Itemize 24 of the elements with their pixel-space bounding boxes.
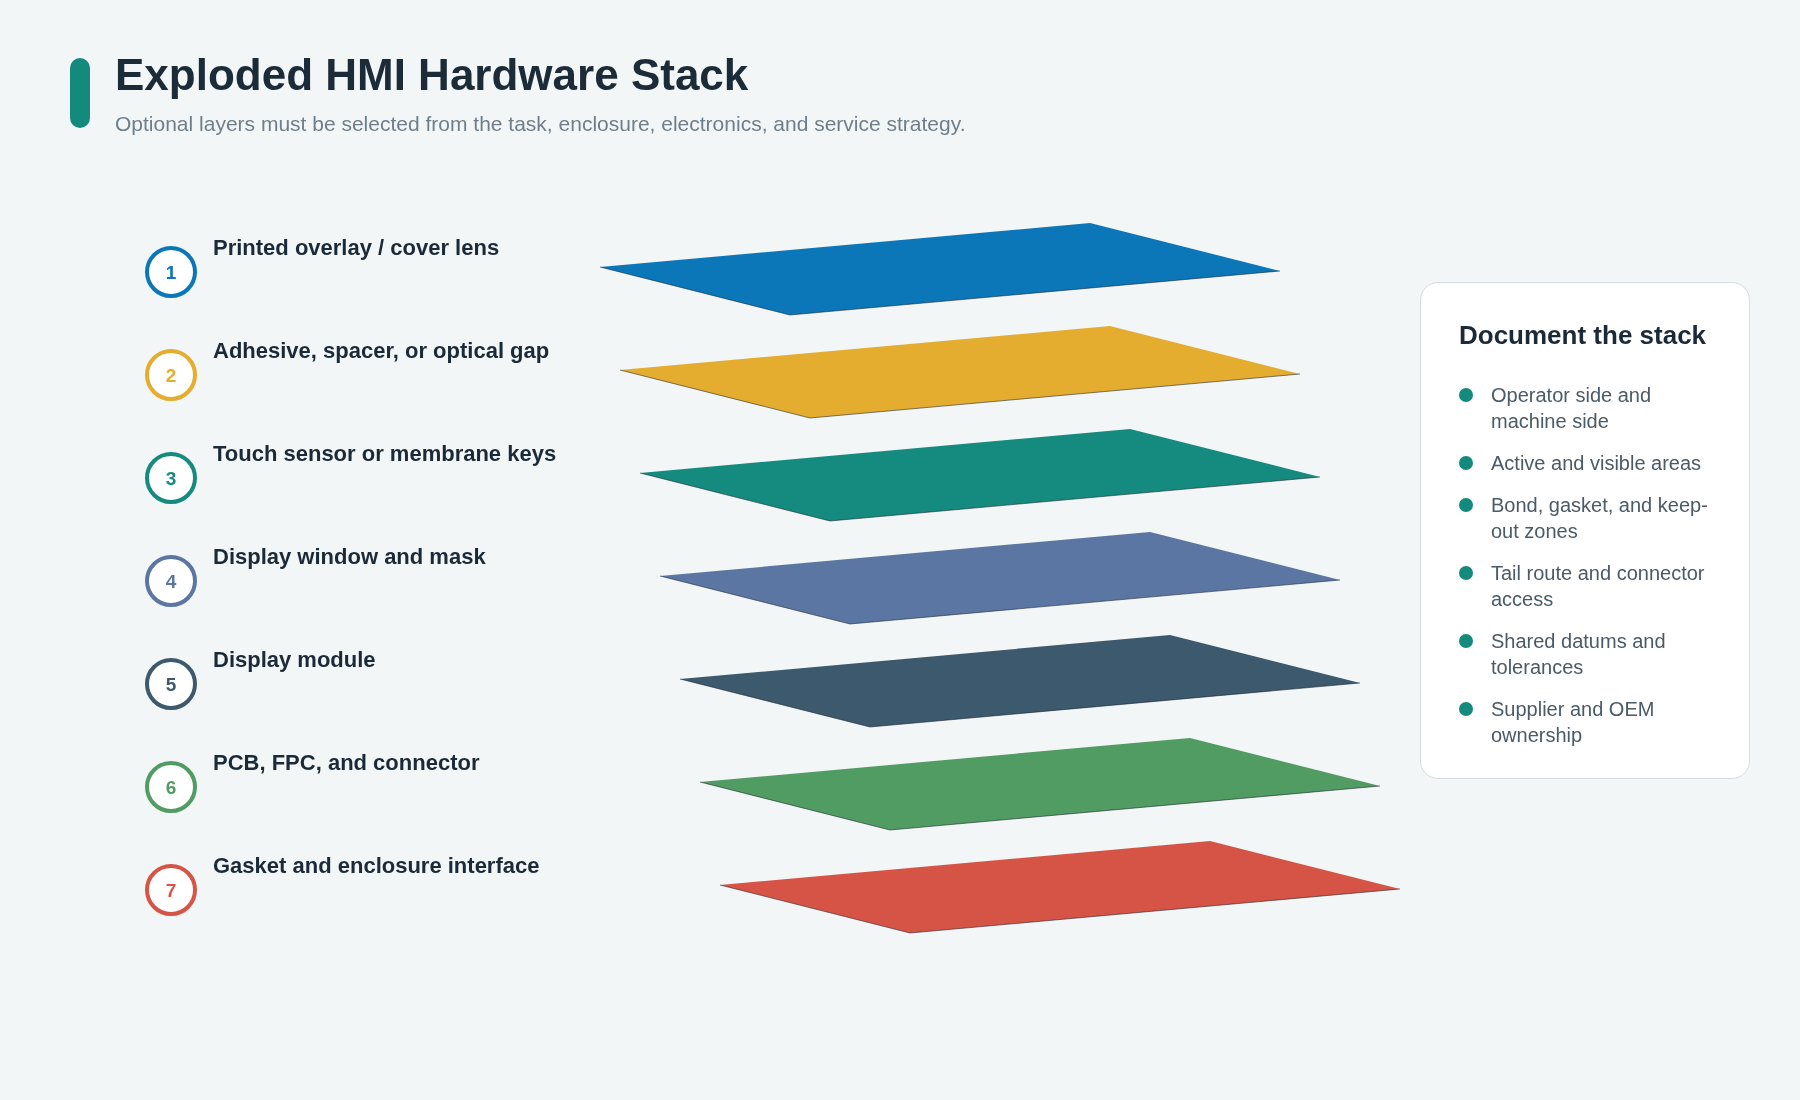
number-circle: 5 [145, 658, 197, 710]
checklist-item: Shared datums and tolerances [1491, 628, 1667, 680]
page-title: Exploded HMI Hardware Stack [115, 50, 749, 101]
checklist-item: Bond, gasket, and keep-out zones [1491, 492, 1709, 544]
number-circle: 4 [145, 555, 197, 607]
panel-heading: Document the stack [1459, 319, 1707, 352]
layer-label: Printed overlay / cover lens [213, 234, 501, 262]
layer-label: Adhesive, spacer, or optical gap [213, 337, 551, 365]
checklist-item: Tail route and connector access [1491, 560, 1706, 612]
number-circle: 2 [145, 349, 197, 401]
layer-label: Gasket and enclosure interface [213, 852, 541, 880]
checklist-item: Operator side and machine side [1491, 382, 1653, 434]
number-circle: 3 [145, 452, 197, 504]
number-circle: 1 [145, 246, 197, 298]
number-circle: 7 [145, 864, 197, 916]
checklist-item: Supplier and OEM ownership [1491, 696, 1656, 748]
subtitle: Optional layers must be selected from the task, enclosure, electronics, and service strategy. [115, 111, 966, 137]
layer-label: PCB, FPC, and connector [213, 749, 481, 777]
layer-label: Display module [213, 646, 377, 674]
layer-label: Touch sensor or membrane keys [213, 440, 558, 468]
checklist-card [1420, 282, 1750, 779]
checklist-item: Active and visible areas [1491, 450, 1703, 476]
layer-label: Display window and mask [213, 543, 487, 571]
number-circle: 6 [145, 761, 197, 813]
